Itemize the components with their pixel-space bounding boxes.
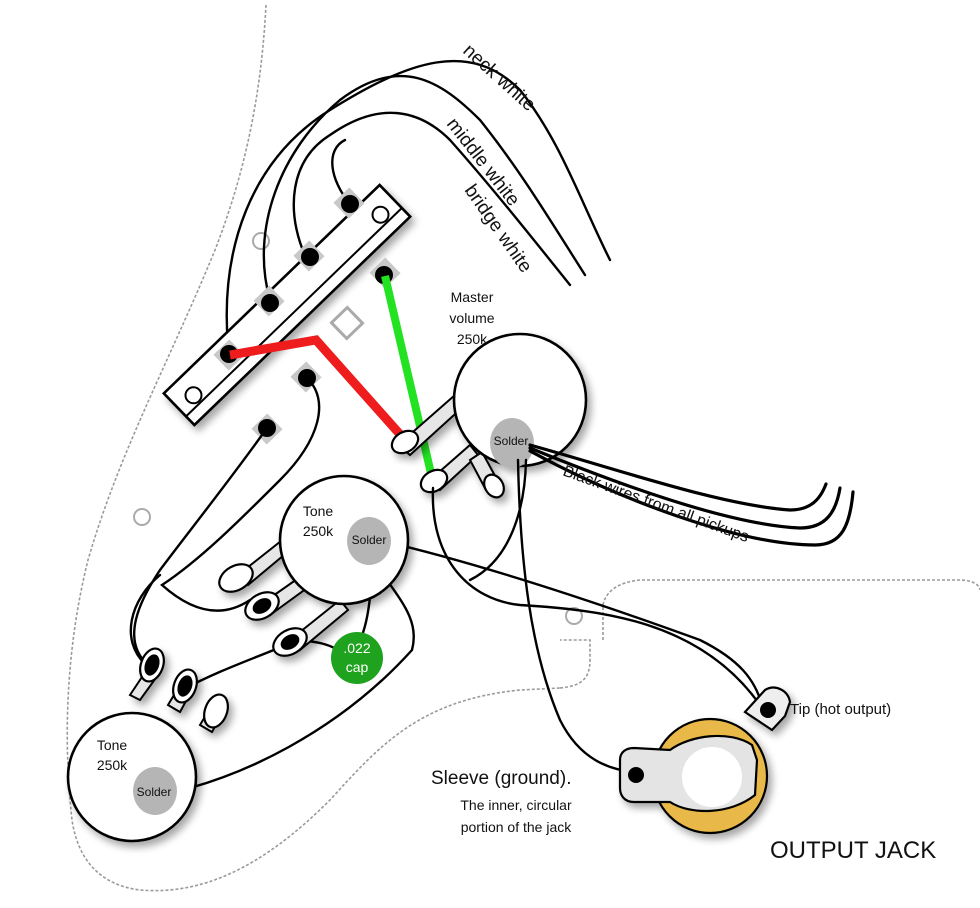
switch-lug — [333, 187, 365, 219]
screw-hole — [252, 232, 270, 250]
master-volume-label-1: Master — [451, 289, 494, 305]
screw-hole — [565, 607, 583, 625]
neck-white-label: neck white — [459, 40, 540, 116]
neck-white-wire — [225, 59, 612, 347]
capacitor-label: cap — [346, 659, 369, 675]
tone-pot-lower — [66, 647, 229, 843]
switch-lug-empty — [329, 305, 365, 341]
middle-white-wire — [262, 74, 587, 302]
switch-mount-hole — [371, 205, 390, 224]
switch-lug — [253, 285, 285, 317]
master-volume-label-2: volume — [449, 310, 494, 326]
tip-label: Tip (hot output) — [790, 701, 891, 718]
tone-pot-upper — [218, 474, 410, 657]
output-jack — [618, 686, 792, 835]
solder-label-tone-upper: Solder — [352, 533, 387, 547]
ground-wire — [516, 458, 637, 774]
black-wires-label: Black wires from all pickups — [561, 463, 751, 546]
sleeve-note-line-1: The inner, circular — [460, 797, 572, 813]
black-pickup-wires — [528, 443, 855, 547]
master-volume-label-3: 250k — [457, 331, 488, 347]
tone-lower-label-2: 250k — [97, 757, 128, 773]
pickguard-outline — [66, 4, 980, 892]
sleeve-label: Sleeve (ground). — [431, 768, 571, 789]
hot-output-wire — [431, 486, 762, 707]
capacitor: .022 cap — [331, 632, 383, 684]
output-jack-label: OUTPUT JACK — [770, 837, 936, 864]
five-way-switch — [161, 183, 413, 427]
switch-mount-hole — [184, 386, 203, 405]
switch-lugs — [213, 187, 401, 445]
solder-label-tone-lower: Solder — [137, 785, 172, 799]
green-jumper-wire — [381, 275, 437, 483]
red-jumper-wire — [229, 335, 409, 443]
sleeve-note-line-2: portion of the jack — [461, 819, 573, 835]
tone-lower-label-1: Tone — [97, 737, 128, 753]
pickup-white-wires — [225, 59, 612, 347]
switch-lug — [293, 240, 325, 272]
tone-upper-label-2: 250k — [303, 523, 334, 539]
tone-upper-label-1: Tone — [303, 503, 334, 519]
bridge-white-wire — [292, 111, 572, 287]
master-volume-pot — [390, 332, 588, 499]
capacitor-value: .022 — [343, 640, 370, 656]
switch-lug — [290, 361, 322, 393]
solder-label-volume: Solder — [494, 434, 529, 448]
volume-ground-wire — [468, 458, 528, 582]
screw-hole — [133, 508, 151, 526]
